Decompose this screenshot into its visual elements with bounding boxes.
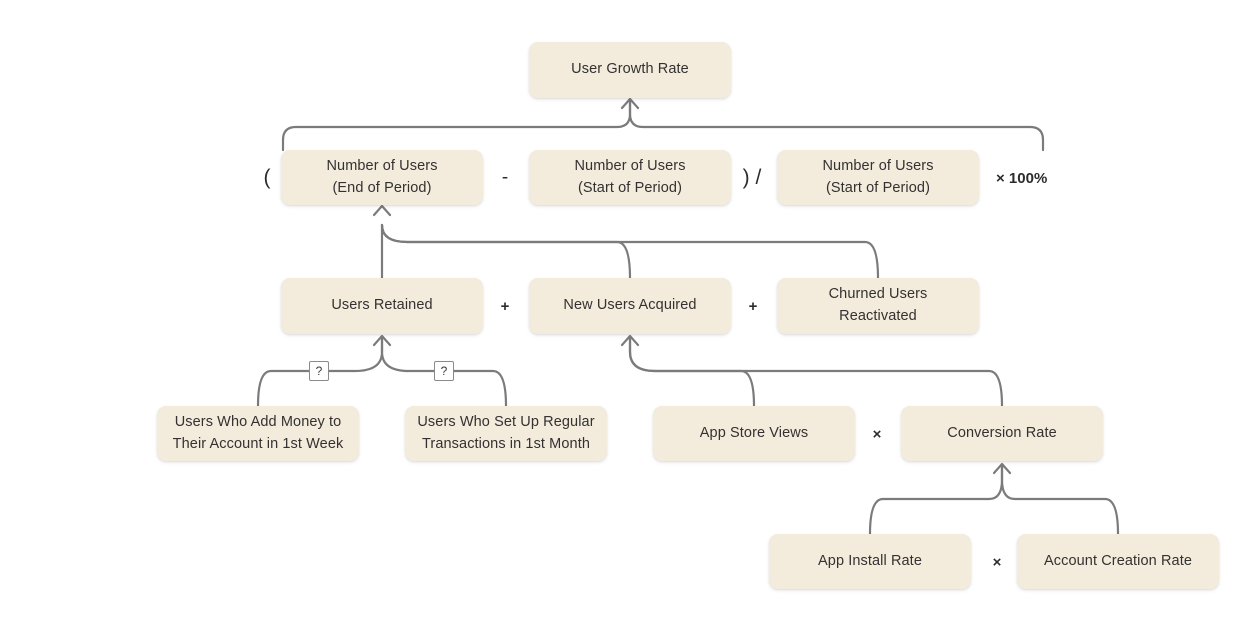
question-badge-label: ? (440, 364, 448, 378)
node-label: Users Who Set Up Regular Transactions in… (417, 413, 595, 452)
node-conversion-rate[interactable]: Conversion Rate (901, 406, 1103, 461)
operator-plus-1: + (500, 297, 510, 315)
edge-new-users-to-end-of-period (380, 223, 632, 280)
edge-churned-to-end-of-period (380, 223, 880, 280)
node-label: Churned Users Reactivated (828, 286, 928, 324)
node-label: User Growth Rate (571, 61, 689, 78)
edge-bracket-right (628, 98, 1045, 152)
operator-close-paren-divide: ) / (742, 166, 762, 189)
node-users-end-of-period[interactable]: Number of Users (End of Period) (281, 150, 483, 205)
operator-times-2: × (992, 553, 1002, 571)
node-app-install-rate[interactable]: App Install Rate (769, 534, 971, 589)
node-label: Users Retained (331, 297, 433, 314)
node-label: App Store Views (699, 424, 809, 441)
node-user-growth-rate[interactable]: User Growth Rate (529, 42, 731, 98)
edge-badge1-to-users-retained (327, 335, 384, 373)
node-users-start-of-period-1[interactable]: Number of Users (Start of Period) (529, 150, 731, 205)
node-users-add-money[interactable]: Users Who Add Money to Their Account in … (157, 406, 359, 461)
node-label: Conversion Rate (947, 424, 1057, 441)
arrowhead-users-retained (372, 334, 392, 347)
edge-app-install-to-conversion (868, 463, 1004, 536)
question-badge-1[interactable]: ? (309, 361, 329, 381)
operator-plus-2: + (748, 297, 758, 315)
node-label: Number of Users (Start of Period) (574, 157, 686, 196)
node-users-retained[interactable]: Users Retained (281, 278, 483, 334)
edge-regular-transactions-to-users-retained (452, 369, 508, 408)
question-badge-label: ? (315, 364, 323, 378)
edge-badge2-to-users-retained (380, 335, 436, 373)
arrowhead-growth-rate (620, 97, 640, 110)
arrowhead-end-of-period (372, 204, 392, 217)
operator-times-1: × (872, 425, 882, 443)
edge-conversion-rate-to-new-users (628, 335, 1004, 408)
question-badge-2[interactable]: ? (434, 361, 454, 381)
operator-open-paren: ( (263, 166, 271, 189)
operator-minus: - (501, 167, 509, 188)
node-churned-users-reactivated[interactable]: Churned Users Reactivated (777, 278, 979, 334)
edge-add-money-to-users-retained (256, 369, 311, 408)
node-app-store-views[interactable]: App Store Views (653, 406, 855, 461)
node-users-start-of-period-2[interactable]: Number of Users (Start of Period) (777, 150, 979, 205)
arrowhead-conversion-rate (992, 462, 1012, 475)
operator-times-100-percent: × 100% (996, 169, 1048, 187)
node-label: New Users Acquired (563, 297, 697, 314)
node-users-regular-transactions[interactable]: Users Who Set Up Regular Transactions in… (405, 406, 607, 461)
node-label: Number of Users (Start of Period) (822, 157, 934, 196)
node-account-creation-rate[interactable]: Account Creation Rate (1017, 534, 1219, 589)
edge-formula-to-growth-rate (281, 98, 632, 152)
node-label: Number of Users (End of Period) (326, 157, 438, 196)
node-label: Account Creation Rate (1044, 552, 1192, 569)
node-label: Users Who Add Money to Their Account in … (172, 413, 344, 452)
node-new-users-acquired[interactable]: New Users Acquired (529, 278, 731, 334)
edge-app-store-views-to-new-users (628, 335, 756, 408)
edge-account-creation-to-conversion (1000, 463, 1120, 536)
node-label: App Install Rate (818, 552, 922, 569)
arrowhead-new-users-acquired (620, 334, 640, 347)
